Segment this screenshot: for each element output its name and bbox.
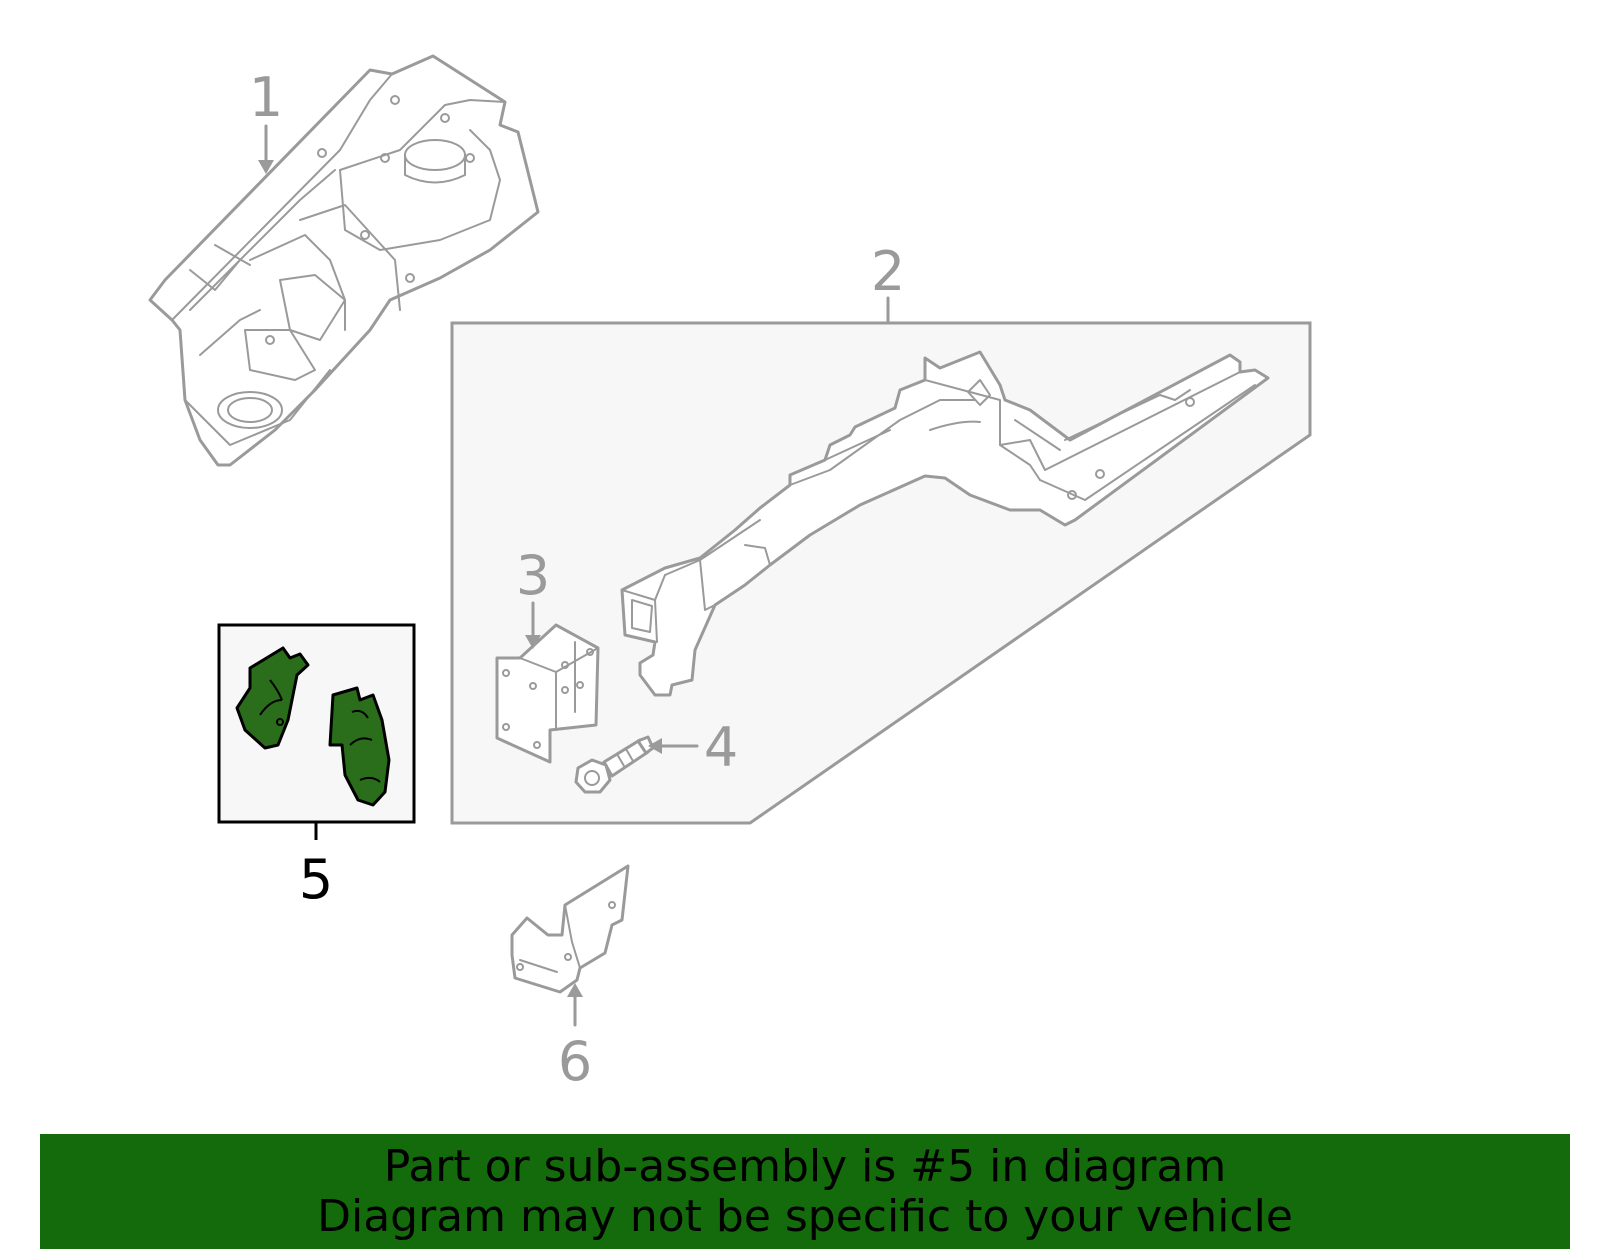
part-2-side-rail — [620, 350, 1270, 697]
part-6-bracket — [510, 864, 630, 994]
callout-4: 4 — [704, 716, 738, 779]
callout-2: 2 — [871, 240, 905, 303]
part-5-green-brackets[interactable] — [235, 646, 391, 807]
leader-lines — [258, 124, 890, 1027]
callout-1: 1 — [249, 66, 283, 129]
part-5-right-piece — [328, 686, 391, 807]
part-1-wheelhouse — [148, 54, 540, 467]
info-banner: Part or sub-assembly is #5 in diagram Di… — [40, 1134, 1570, 1249]
banner-line-2: Diagram may not be specific to your vehi… — [317, 1190, 1293, 1242]
part-5-left-piece — [235, 646, 310, 750]
part-4-bolt — [574, 735, 655, 794]
callout-3: 3 — [516, 544, 550, 607]
callout-labels: 1 2 3 4 5 6 — [249, 66, 905, 1093]
callout-5: 5 — [299, 848, 333, 911]
callout-6: 6 — [558, 1030, 592, 1093]
banner-line-1: Part or sub-assembly is #5 in diagram — [383, 1140, 1227, 1192]
